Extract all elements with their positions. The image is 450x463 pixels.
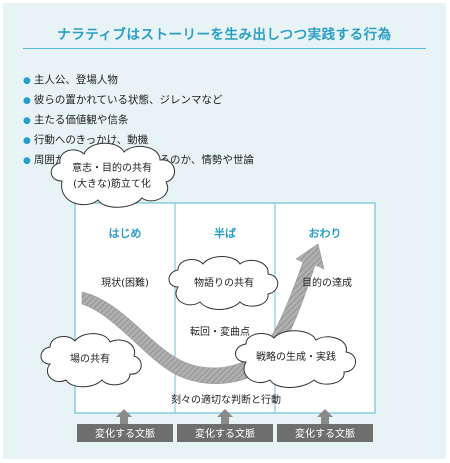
context-box (77, 424, 173, 442)
cloud-story-share: 物語りの共有 (168, 256, 279, 310)
context-box (277, 424, 373, 442)
column-label-end: おわり (309, 227, 342, 240)
bullet-dot-icon: ● (23, 116, 31, 126)
bullet-dot-icon: ● (23, 156, 31, 166)
cloud-field-share-label: 場の共有 (70, 352, 110, 365)
context-box-label: 変化する文脈 (295, 427, 355, 440)
cloud-vision-line1: 意志・目的の共有 (72, 161, 152, 174)
cloud-vision-line2: (大きな)筋立て化 (73, 177, 151, 190)
context-arrow (217, 409, 233, 424)
cloud-strategy-label: 戦略の生成・実践 (256, 350, 336, 363)
context-arrow (116, 409, 132, 424)
bullet-item: ●主人公、登場人物 (23, 74, 118, 86)
cloud-vision: 意志・目的の共有 (大きな)筋立て化 (50, 142, 175, 208)
bullet-item: ●彼らの置かれている状態、ジレンマなど (23, 94, 223, 106)
title-divider (23, 48, 426, 49)
column-label-middle: 半ば (214, 226, 236, 240)
context-box-label: 変化する文脈 (95, 427, 155, 440)
label-current-status: 現状(困難) (101, 276, 149, 289)
diagram-title: ナラティブはストーリーを生み出しつつ実践する行為 (57, 27, 392, 43)
context-box-label: 変化する文脈 (195, 427, 255, 440)
cloud-strategy: 戦略の生成・実践 (235, 330, 356, 388)
label-turning-point: 転回・変曲点 (190, 325, 250, 338)
cloud-story-share-label: 物語りの共有 (194, 276, 254, 289)
label-goal-achieved: 目的の達成 (302, 276, 352, 289)
bullet-dot-icon: ● (23, 136, 31, 146)
bullet-item: ●主たる価値観や信条 (23, 114, 129, 126)
column-label-beginning: はじめ (109, 227, 142, 240)
bullet-item: ●行動へのきっかけ、動機 (23, 134, 149, 146)
bullet-dot-icon: ● (23, 96, 31, 106)
context-box (177, 424, 273, 442)
context-arrow (317, 409, 333, 424)
bullet-dot-icon: ● (23, 76, 31, 86)
label-judgement-action: 刻々の適切な判断と行動 (171, 393, 281, 406)
cloud-field-share: 場の共有 (40, 333, 142, 388)
